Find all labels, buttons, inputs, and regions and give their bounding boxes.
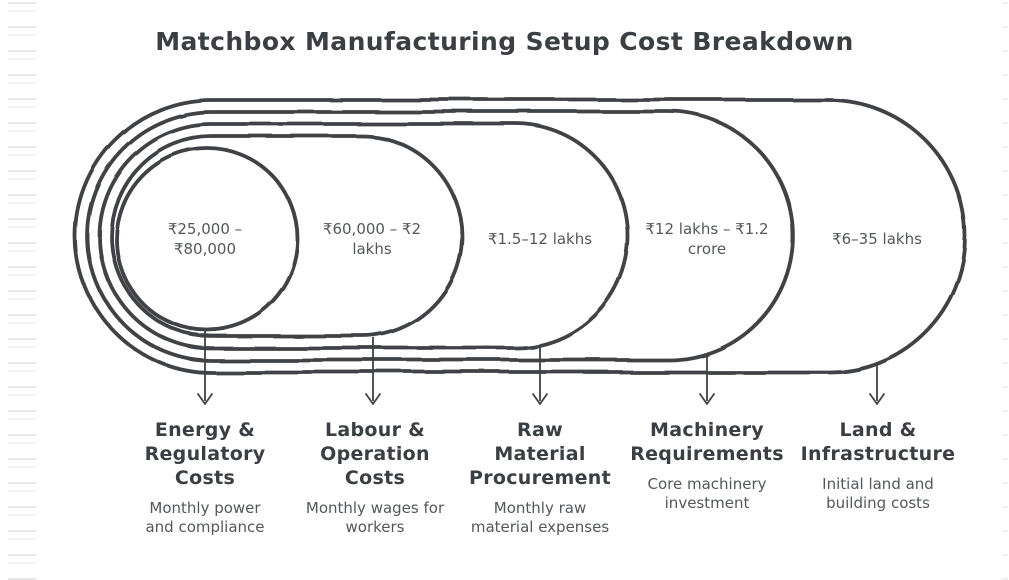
label-labour-operation: Labour & Operation Costs Monthly wages f… [290, 418, 460, 537]
cost-ring-labour-operation [109, 134, 464, 338]
cost-ring-energy-regulatory [114, 146, 300, 332]
ring-value-land: ₹6–35 lakhs [832, 230, 922, 248]
down-arrow-icon [532, 347, 548, 405]
label-title: Land & Infrastructure [800, 419, 956, 465]
label-title: Labour & Operation Costs [320, 419, 430, 489]
page-title: Matchbox Manufacturing Setup Cost Breakd… [155, 27, 854, 56]
ring-value-labour: ₹60,000 – ₹2 lakhs [322, 220, 422, 258]
label-description: Core machinery investment [647, 475, 767, 512]
label-land-infrastructure: Land & Infrastructure Initial land and b… [793, 418, 963, 513]
down-arrow-icon [869, 364, 885, 405]
down-arrow-icon [699, 355, 715, 405]
cost-ring-raw-material [97, 122, 630, 350]
label-description: Monthly wages for workers [305, 499, 445, 536]
label-description: Initial land and building costs [822, 475, 934, 512]
cost-ring-land-infrastructure [73, 98, 967, 374]
ring-value-raw-material: ₹1.5–12 lakhs [487, 230, 593, 248]
label-description: Monthly power and compliance [145, 499, 265, 536]
label-machinery: Machinery Requirements Core machinery in… [622, 418, 792, 513]
down-arrow-icon [365, 337, 381, 405]
label-title: Raw Material Procurement [469, 419, 611, 489]
connector-arrows [197, 331, 885, 405]
cost-ring-machinery [85, 110, 795, 362]
label-description: Monthly raw material expenses [470, 499, 610, 536]
label-title: Energy & Regulatory Costs [144, 419, 266, 489]
ring-value-machinery: ₹12 lakhs – ₹1.2 crore [645, 220, 769, 258]
label-energy-regulatory: Energy & Regulatory Costs Monthly power … [120, 418, 290, 537]
down-arrow-icon [197, 331, 213, 405]
label-raw-material: Raw Material Procurement Monthly raw mat… [455, 418, 625, 537]
label-title: Machinery Requirements [630, 419, 784, 465]
ring-value-energy: ₹25,000 – ₹80,000 [167, 220, 243, 258]
